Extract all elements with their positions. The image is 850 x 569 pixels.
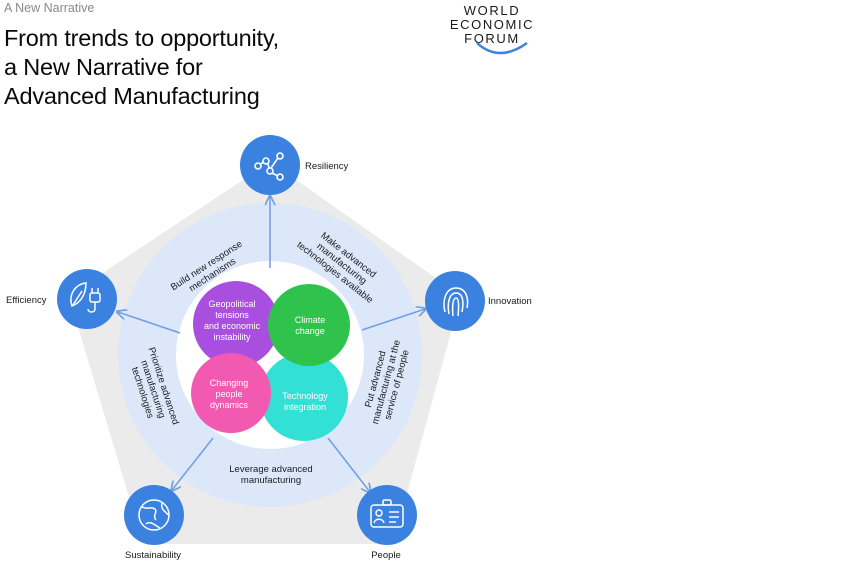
outcome-innovation-label: Innovation bbox=[488, 296, 532, 307]
trend-technology-label-2: integration bbox=[284, 402, 326, 412]
trend-geopolitical-label-4: instability bbox=[213, 332, 251, 342]
logo-line-3: FORUM bbox=[464, 31, 520, 46]
outcome-people bbox=[357, 485, 417, 545]
trend-people-label-3: dynamics bbox=[210, 400, 249, 410]
outcome-people-label: People bbox=[371, 550, 401, 561]
fingerprint-icon bbox=[443, 287, 469, 317]
arrow-sustainability bbox=[172, 437, 214, 490]
network-nodes-icon bbox=[254, 152, 284, 181]
trend-geopolitical-label-2: tensions bbox=[215, 310, 249, 320]
outcome-resiliency bbox=[240, 135, 300, 195]
kicker: A New Narrative bbox=[4, 1, 95, 15]
outcome-efficiency-label: Efficiency bbox=[6, 295, 47, 306]
trend-climate bbox=[268, 284, 350, 366]
wef-logo: WORLD ECONOMIC FORUM bbox=[437, 3, 547, 63]
logo-line-2: ECONOMIC bbox=[449, 17, 535, 32]
title-line-3: Advanced Manufacturing bbox=[4, 83, 260, 109]
page-title: From trends to opportunity, a New Narrat… bbox=[4, 24, 364, 111]
action-leverage-line-2: manufacturing bbox=[241, 475, 301, 486]
logo-arc-icon bbox=[476, 41, 528, 55]
trend-geopolitical-label-1: Geopolitical bbox=[208, 299, 255, 309]
title-line-1: From trends to opportunity, bbox=[4, 25, 279, 51]
trend-people-label-1: Changing bbox=[210, 378, 249, 388]
trend-geopolitical-label-3: and economic bbox=[204, 321, 261, 331]
action-leverage-line-1: Leverage advanced bbox=[229, 464, 312, 475]
globe-leaf-icon bbox=[138, 499, 170, 531]
trend-people bbox=[191, 353, 271, 433]
arrow-efficiency bbox=[118, 312, 181, 334]
outcome-sustainability bbox=[124, 485, 184, 545]
trend-climate-label-2: change bbox=[295, 326, 325, 336]
outcome-resiliency-label: Resiliency bbox=[305, 161, 349, 172]
leaf-plug-icon bbox=[70, 282, 101, 313]
outcome-efficiency bbox=[57, 269, 117, 329]
title-line-2: a New Narrative for bbox=[4, 54, 203, 80]
trend-technology-label-1: Technology bbox=[282, 391, 328, 401]
arrow-people bbox=[327, 437, 370, 492]
trend-technology bbox=[260, 353, 348, 441]
id-badge-icon bbox=[370, 499, 404, 528]
logo-line-1: WORLD bbox=[463, 3, 521, 18]
arrow-innovation bbox=[361, 309, 425, 331]
trend-geopolitical bbox=[193, 281, 279, 367]
outcome-innovation bbox=[425, 271, 485, 331]
trend-climate-label-1: Climate bbox=[295, 315, 326, 325]
trend-people-label-2: people bbox=[215, 389, 242, 399]
outcome-sustainability-label: Sustainability bbox=[125, 550, 181, 561]
